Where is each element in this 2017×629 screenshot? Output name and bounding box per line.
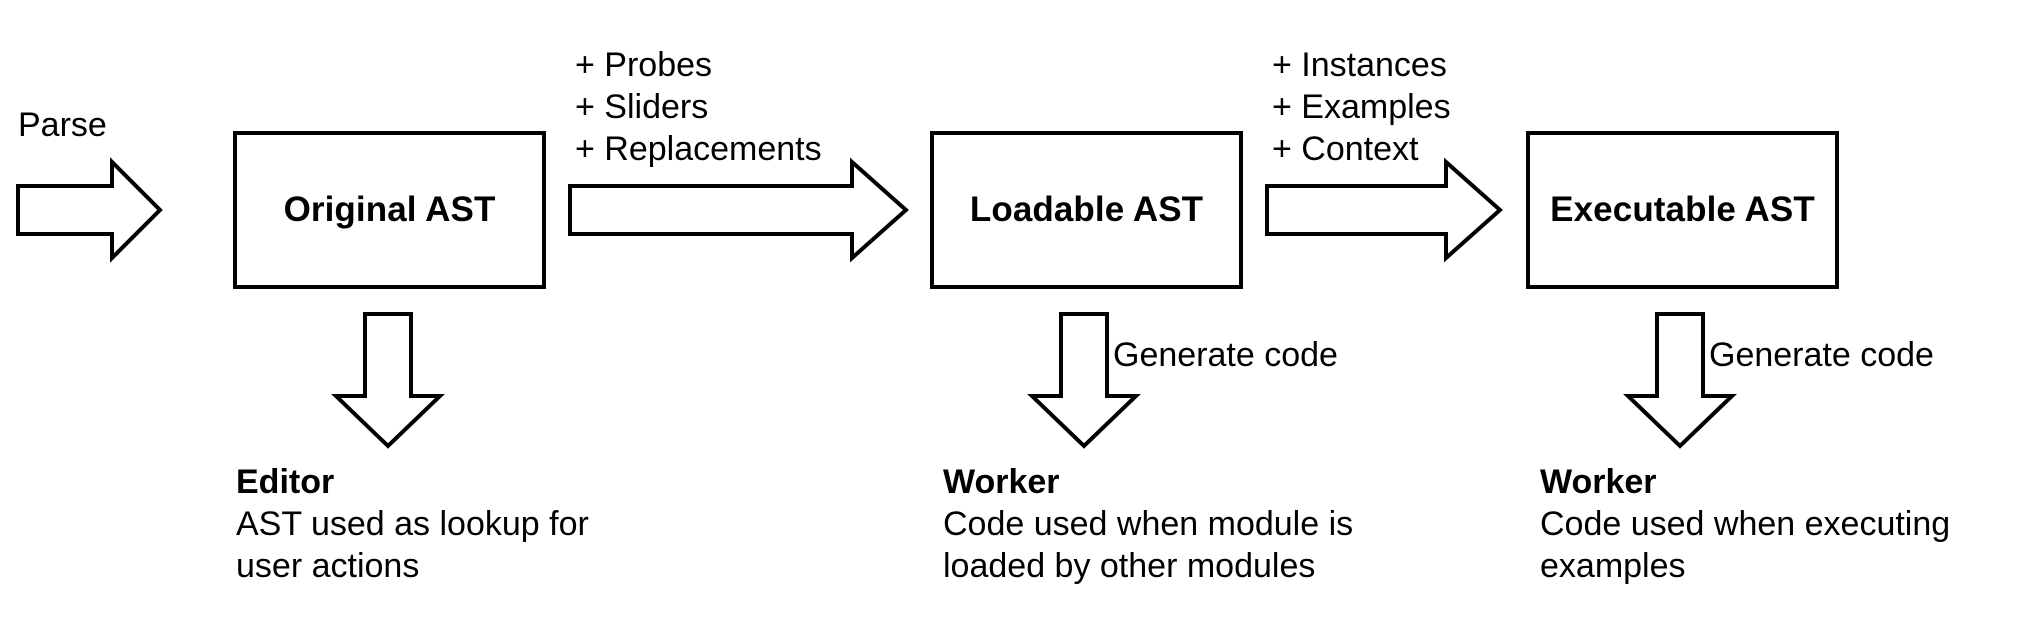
original-to-loadable-arrow: [568, 157, 910, 263]
editor-caption-body: AST used as lookup for user actions: [236, 503, 696, 587]
worker-executable-caption-body-line-2: examples: [1540, 547, 1686, 585]
parse-arrow-label: Parse: [18, 106, 107, 144]
original-to-loadable-arrow-label-line-2: + Sliders: [575, 88, 709, 126]
loadable-to-executable-arrow: [1265, 157, 1504, 263]
worker-loadable-caption-body-line-2: loaded by other modules: [943, 547, 1316, 585]
executable-ast-box-label: Executable AST: [1550, 190, 1815, 229]
worker-loadable-caption-title: Worker: [943, 463, 1060, 501]
parse-arrow: [16, 157, 163, 263]
original-to-loadable-arrow-label-line-1: + Probes: [575, 46, 713, 84]
original-down-arrow: [331, 312, 445, 449]
original-to-loadable-arrow-label: + Probes + Sliders + Replacements: [575, 44, 822, 170]
worker-executable-caption-title: Worker: [1540, 463, 1657, 501]
loadable-ast-box[interactable]: Loadable AST: [930, 131, 1243, 289]
loadable-ast-box-label: Loadable AST: [969, 190, 1204, 229]
editor-caption: Editor AST used as lookup for user actio…: [236, 461, 696, 587]
worker-loadable-caption: Worker Code used when module is loaded b…: [943, 461, 1403, 587]
editor-caption-body-line-1: AST used as lookup for: [236, 505, 589, 543]
loadable-to-executable-arrow-label-line-2: + Examples: [1272, 88, 1451, 126]
original-ast-box[interactable]: Original AST: [233, 131, 546, 289]
original-ast-box-label: Original AST: [283, 190, 496, 229]
worker-executable-caption: Worker Code used when executing examples: [1540, 461, 2000, 587]
worker-loadable-caption-body-line-1: Code used when module is: [943, 505, 1354, 543]
loadable-down-arrow: [1027, 312, 1141, 449]
worker-executable-caption-body-line-1: Code used when executing: [1540, 505, 1951, 543]
loadable-to-executable-arrow-label: + Instances + Examples + Context: [1272, 44, 1451, 170]
loadable-to-executable-arrow-label-line-3: + Context: [1272, 130, 1419, 168]
executable-ast-box[interactable]: Executable AST: [1526, 131, 1839, 289]
original-to-loadable-arrow-label-line-3: + Replacements: [575, 130, 822, 168]
executable-down-arrow: [1623, 312, 1737, 449]
worker-executable-caption-body: Code used when executing examples: [1540, 503, 2000, 587]
loadable-to-executable-arrow-label-line-1: + Instances: [1272, 46, 1447, 84]
loadable-generate-code-label: Generate code: [1113, 336, 1338, 374]
worker-loadable-caption-body: Code used when module is loaded by other…: [943, 503, 1403, 587]
executable-generate-code-label: Generate code: [1709, 336, 1934, 374]
editor-caption-body-line-2: user actions: [236, 547, 420, 585]
editor-caption-title: Editor: [236, 463, 335, 501]
